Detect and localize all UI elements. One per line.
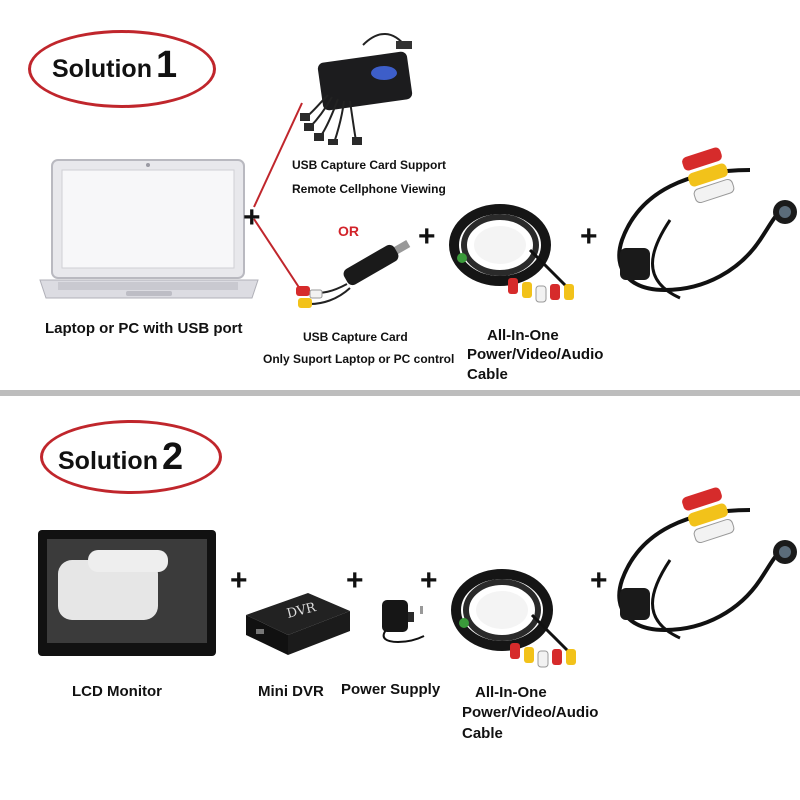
plus-sign: +: [346, 564, 364, 597]
plus-sign: +: [230, 564, 248, 597]
usb-capture-card-multi-icon: [300, 33, 413, 145]
plus-sign: +: [580, 220, 598, 253]
plus-sign: +: [590, 564, 608, 597]
cable-line2: Power/Video/Audio: [462, 704, 599, 721]
capture-card-support-line1: USB Capture Card Support: [292, 158, 447, 172]
laptop-caption: Laptop or PC with USB port: [45, 320, 243, 337]
solution1-oval: [28, 30, 216, 108]
capture-card-support-line2: Remote Cellphone Viewing: [292, 182, 446, 196]
usb-capture-line2: Only Suport Laptop or PC control: [263, 352, 455, 366]
cable-line1: All-In-One: [487, 327, 559, 344]
section-divider: [0, 390, 800, 396]
solution2-number: 2: [161, 436, 184, 478]
mini-dvr-icon: DVR: [246, 593, 350, 655]
connector-lines: [253, 102, 305, 296]
dvr-box-text: DVR: [285, 600, 318, 622]
cable-line2: Power/Video/Audio: [467, 346, 604, 363]
power-adapter-icon: [382, 600, 425, 644]
monitor-caption: LCD Monitor: [72, 683, 162, 700]
solution2-word: Solution: [58, 447, 158, 475]
cable-line3: Cable: [467, 366, 508, 383]
cable-coil-icon: [451, 569, 576, 668]
laptop-icon: [39, 159, 259, 299]
plus-sign: +: [418, 220, 436, 253]
or-label: OR: [338, 223, 359, 239]
plus-sign: +: [420, 564, 438, 597]
cable-line3: Cable: [462, 725, 503, 742]
dvr-caption: Mini DVR: [258, 683, 324, 700]
cable-line1: All-In-One: [475, 684, 547, 701]
solution1-number: 1: [155, 44, 178, 86]
cable-coil-icon: [449, 204, 574, 303]
mini-camera-icon: [617, 147, 797, 300]
usb-capture-line1: USB Capture Card: [303, 330, 408, 344]
power-caption: Power Supply: [341, 681, 441, 698]
solution2-oval: [40, 420, 222, 494]
plus-sign: +: [243, 201, 261, 234]
mini-camera-icon: [617, 487, 797, 640]
lcd-monitor-icon: [38, 530, 216, 656]
usb-capture-card-icon: [296, 240, 411, 308]
solution1-word: Solution: [52, 55, 152, 83]
